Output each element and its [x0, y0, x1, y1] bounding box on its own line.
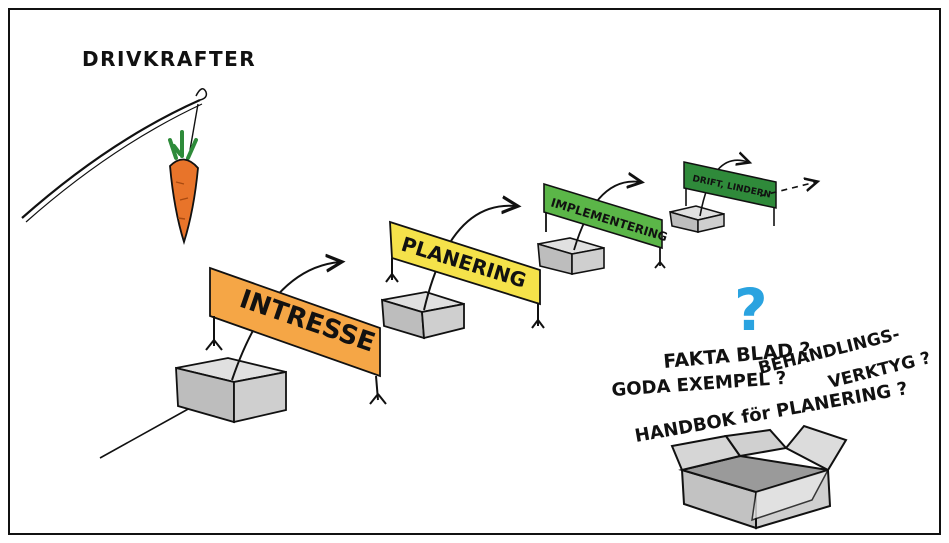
stage-3-box	[538, 238, 604, 274]
stage-2-box	[382, 292, 464, 338]
carrot-icon	[170, 132, 198, 242]
open-box	[672, 426, 846, 528]
question-mark-icon: ?	[734, 276, 768, 344]
path-line	[100, 408, 190, 458]
title-drivkrafter: DRIVKRAFTER	[82, 47, 256, 71]
stage-1-box	[176, 358, 286, 422]
stage-4-box	[670, 206, 724, 232]
